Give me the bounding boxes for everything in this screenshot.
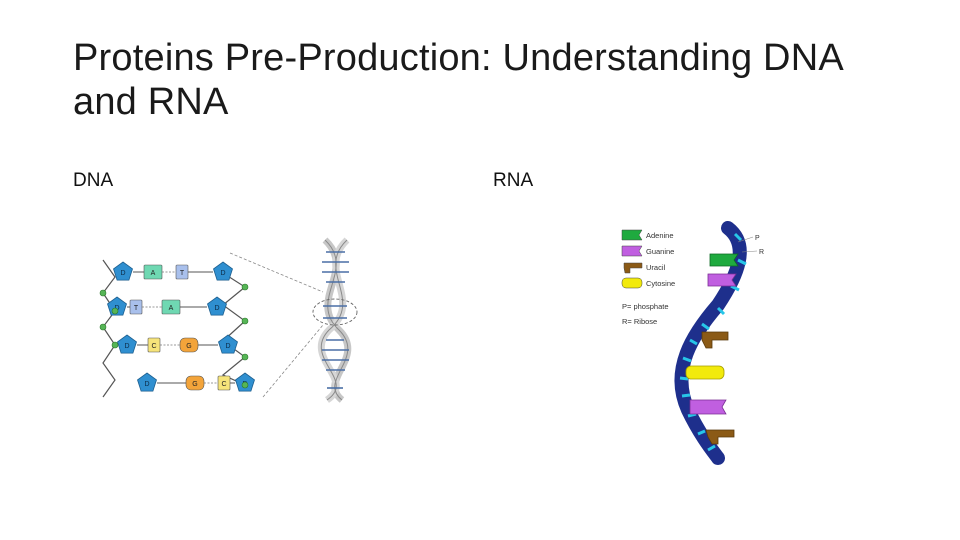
backbone-tick <box>737 258 747 266</box>
phosphate-dot <box>241 317 249 325</box>
base-a <box>161 299 181 315</box>
phosphate-dot <box>111 307 119 315</box>
backbone-tick <box>681 393 691 398</box>
base-guanine <box>707 273 737 287</box>
legend-item-adenine: Adenine <box>621 229 674 241</box>
backbone-label-r: R <box>759 249 764 256</box>
base-letter: G <box>186 343 191 350</box>
phosphate-dot <box>241 353 249 361</box>
legend-note-ribose: R= Ribose <box>622 317 657 326</box>
backbone-tick <box>682 356 692 363</box>
base-letter: C <box>151 343 156 350</box>
sugar-pentagon <box>218 334 238 354</box>
backbone-tick <box>730 284 740 292</box>
sugar-label: D <box>225 343 230 350</box>
base-g <box>179 337 199 353</box>
sugar-pentagon <box>213 261 233 281</box>
base-letter: G <box>192 381 197 388</box>
sugar-label: D <box>120 270 125 277</box>
dna-heading: DNA <box>73 170 114 191</box>
legend-label: Guanine <box>646 247 674 256</box>
sugar-label: D <box>220 270 225 277</box>
phosphate-dot <box>99 289 107 297</box>
base-t <box>175 264 189 280</box>
legend-label: Uracil <box>646 263 666 272</box>
phosphate-dot <box>241 381 249 389</box>
sugar-label: D <box>124 343 129 350</box>
page-title: Proteins Pre-Production: Understanding D… <box>73 37 842 123</box>
backbone-tick <box>701 322 710 331</box>
base-pair-row: DDTA <box>107 296 227 316</box>
backbone-tick <box>707 444 716 452</box>
legend-label: Adenine <box>646 231 674 240</box>
sugar-pentagon <box>137 372 157 392</box>
backbone-tick <box>716 306 726 316</box>
legend-swatch <box>621 245 643 257</box>
base-letter: T <box>180 270 185 277</box>
legend-swatch <box>621 229 643 241</box>
double-helix <box>312 237 358 403</box>
base-pair-row: DDGC <box>137 372 255 392</box>
legend-swatch <box>621 277 643 289</box>
phosphate-dot <box>99 323 107 331</box>
base-uracil <box>701 331 729 349</box>
phosphate-dot <box>111 341 119 349</box>
rna-bases <box>685 253 739 445</box>
rna-heading: RNA <box>493 170 534 191</box>
legend-item-cytosine: Cytosine <box>621 277 675 289</box>
base-uracil <box>705 429 735 445</box>
legend-item-guanine: Guanine <box>621 245 674 257</box>
zoom-lines <box>229 252 324 398</box>
base-letter: A <box>169 305 174 312</box>
sugar-pentagon <box>117 334 137 354</box>
backbone-label-p: P <box>755 235 760 242</box>
sugar-pentagon <box>207 296 227 316</box>
sugar-label: D <box>144 381 149 388</box>
base-cytosine <box>685 365 725 380</box>
legend-swatch <box>623 262 643 274</box>
legend-item-uracil: Uracil <box>623 262 666 274</box>
backbone-tick <box>697 429 706 436</box>
base-guanine <box>689 399 727 415</box>
rna-backbone <box>674 221 747 465</box>
backbone-tick <box>733 232 743 242</box>
base-adenine <box>709 253 739 267</box>
sugar-pentagon <box>113 261 133 281</box>
legend-note-phosphate: P= phosphate <box>622 302 669 311</box>
base-letter: C <box>221 381 226 388</box>
base-c <box>217 375 231 391</box>
backbone-tick <box>679 376 689 381</box>
base-letter: A <box>151 270 156 277</box>
sugar-label: D <box>214 305 219 312</box>
base-letter: T <box>134 305 139 312</box>
backbone-tick <box>689 338 698 346</box>
dna-structure-diagram: DDATDDTADDCGDDGC <box>99 237 358 403</box>
phosphate-dot <box>241 283 249 291</box>
legend-label: Cytosine <box>646 279 675 288</box>
